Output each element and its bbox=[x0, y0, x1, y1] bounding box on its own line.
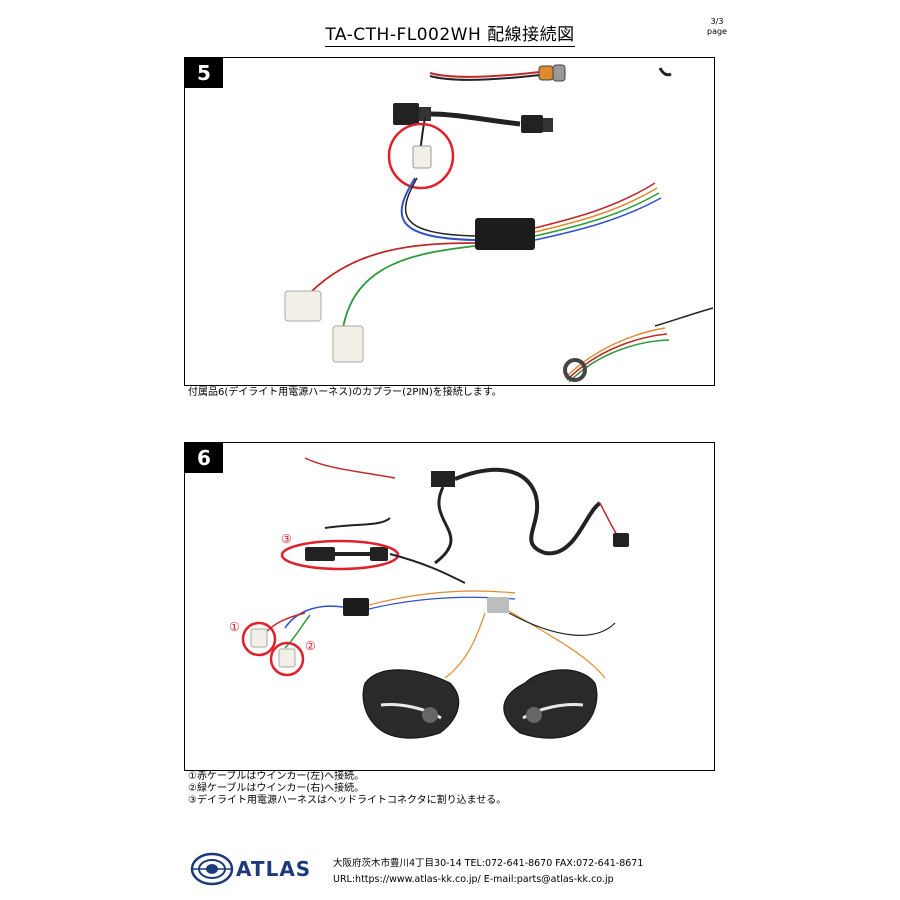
caption-line: ③デイライト用電源ハーネスはヘッドライトコネクタに割り込ませる。 bbox=[188, 795, 507, 806]
caption-line: ①赤ケーブルはウインカー(左)へ接続。 bbox=[188, 771, 365, 782]
page-title: TA-CTH-FL002WH 配線接続図 bbox=[325, 25, 575, 47]
caption-line: ②緑ケーブルはウインカー(右)へ接続。 bbox=[188, 783, 365, 794]
marker-3: ③ bbox=[281, 532, 292, 546]
step-6-caption: ①赤ケーブルはウインカー(左)へ接続。 ②緑ケーブルはウインカー(右)へ接続。 … bbox=[188, 771, 506, 807]
marker-1: ① bbox=[229, 620, 240, 634]
step-6-wiring-illustration: ③ ① ② bbox=[229, 457, 629, 739]
step-number-badge: 5 bbox=[185, 58, 223, 88]
step-number-badge: 6 bbox=[185, 443, 223, 473]
step-6-photo: ③ ① ② 6 bbox=[184, 442, 715, 771]
step-5-wiring-illustration bbox=[284, 64, 714, 383]
marker-2: ② bbox=[305, 639, 316, 653]
step-5-photo: 5 bbox=[184, 57, 715, 386]
atlas-logo-icon bbox=[190, 852, 234, 886]
company-contact: 大阪府茨木市豊川4丁目30-14 TEL:072-641-8670 FAX:07… bbox=[333, 856, 643, 888]
company-url: URL:https://www.atlas-kk.co.jp/ E-mail:p… bbox=[333, 874, 614, 885]
company-address: 大阪府茨木市豊川4丁目30-14 TEL:072-641-8670 FAX:07… bbox=[333, 858, 644, 869]
step-5-caption: 付属品6(デイライト用電源ハーネス)のカプラー(2PIN)を接続します。 bbox=[188, 387, 502, 398]
brand-name: ATLAS bbox=[236, 857, 312, 881]
page-number: 3/3 page bbox=[707, 17, 727, 36]
